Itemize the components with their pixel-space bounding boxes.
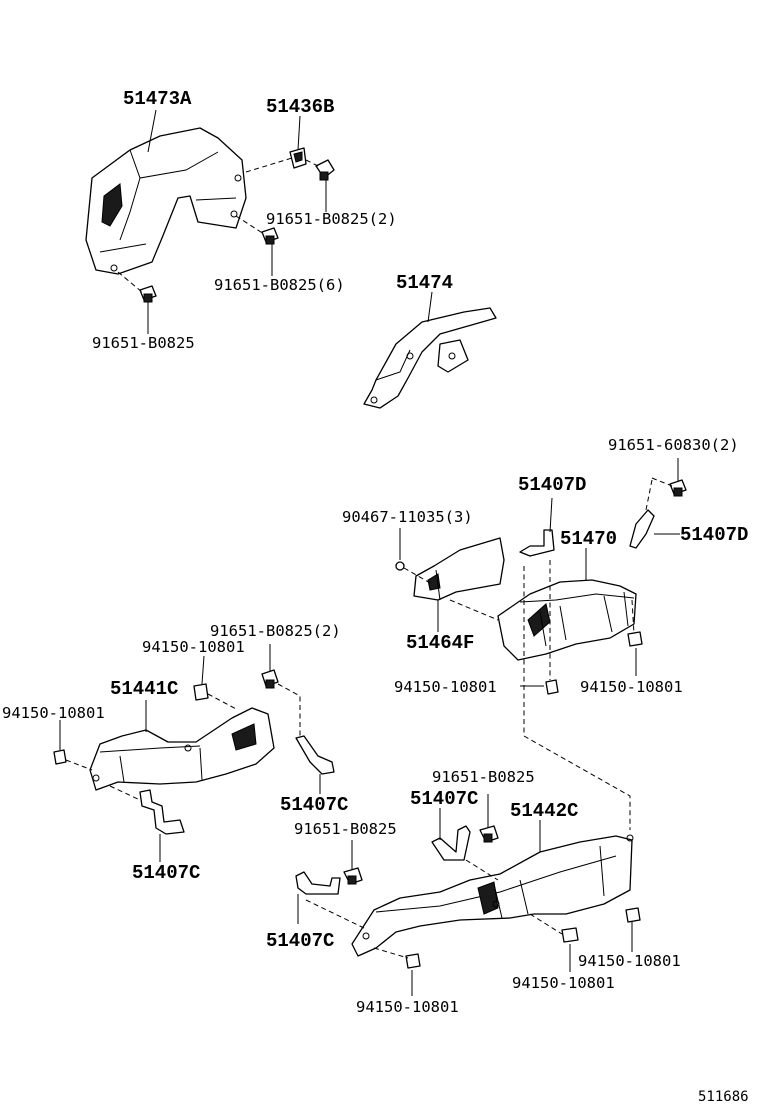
label-51442C: 51442C [510, 800, 579, 822]
label-51407D-left: 51407D [518, 474, 587, 496]
label-94150-10801-bottom-right: 94150-10801 [578, 952, 681, 970]
clip-94150-10801-mid-left-drawing [545, 679, 559, 695]
label-91651-B0825-2-mid: 91651-B0825(2) [210, 622, 341, 640]
bolt-91651-B0825-6-drawing [261, 227, 279, 245]
label-90467-11035-3: 90467-11035(3) [342, 508, 473, 526]
label-91651-B0825-lower-right: 91651-B0825 [432, 768, 535, 786]
label-94150-10801-bottom-left: 94150-10801 [356, 998, 459, 1016]
label-91651-B0825-lower-mid: 91651-B0825 [294, 820, 397, 838]
label-51407C-left-bottom: 51407C [132, 862, 201, 884]
label-51473A: 51473A [123, 88, 192, 110]
clip-94150-10801-upper-drawing [193, 683, 209, 701]
label-51407C-lower-right: 51407C [410, 788, 479, 810]
label-91651-B0825-left: 91651-B0825 [92, 334, 195, 352]
nut-90467-11035-drawing [395, 561, 405, 571]
label-94150-10801-mid-right: 94150-10801 [580, 678, 683, 696]
clip-51436B-drawing [289, 147, 307, 169]
bracket-51407D-right-drawing [629, 509, 655, 549]
label-94150-10801-mid-left: 94150-10801 [394, 678, 497, 696]
clip-94150-10801-mid-right-drawing [627, 631, 643, 647]
bracket-51407D-left-drawing [519, 529, 555, 557]
bolt-91651-60830-drawing [669, 479, 687, 497]
bracket-51407C-mid-drawing [295, 735, 335, 775]
shield-51442C-drawing [351, 834, 634, 957]
label-51470: 51470 [560, 528, 618, 550]
shield-51441C-drawing [89, 707, 275, 791]
bracket-51407C-left-bottom-drawing [139, 789, 185, 835]
label-91651-B0825-6: 91651-B0825(6) [214, 276, 345, 294]
diagram-id: 511686 [698, 1089, 749, 1105]
label-91651-60830-2: 91651-60830(2) [608, 436, 739, 454]
label-51441C: 51441C [110, 678, 179, 700]
label-51464F: 51464F [406, 632, 475, 654]
bolt-91651-B0825-lower-right-drawing [479, 825, 499, 843]
label-51474: 51474 [396, 272, 454, 294]
label-91651-B0825-2-top: 91651-B0825(2) [266, 210, 397, 228]
label-94150-10801-upper: 94150-10801 [142, 638, 245, 656]
bolt-91651-B0825-left-drawing [139, 285, 157, 303]
shield-51473A-drawing [85, 127, 247, 275]
plate-51464F-drawing [413, 537, 505, 601]
clip-94150-10801-bottom-right-drawing [625, 907, 641, 923]
label-51407C-mid: 51407C [280, 794, 349, 816]
bolt-91651-B0825-mid-drawing [261, 669, 279, 689]
clip-94150-10801-bottom-mid-drawing [561, 927, 579, 943]
label-51407D-right: 51407D [680, 524, 749, 546]
label-94150-10801-bottom-mid: 94150-10801 [512, 974, 615, 992]
clip-94150-10801-bottom-left-drawing [405, 953, 421, 969]
bracket-51407C-lower-left-drawing [295, 871, 341, 895]
bracket-51407C-lower-right-drawing [431, 825, 471, 861]
bracket-51474-drawing [363, 307, 497, 409]
label-51436B: 51436B [266, 96, 335, 118]
bolt-91651-B0825-lower-mid-drawing [343, 867, 363, 885]
clip-94150-10801-far-left-drawing [53, 749, 67, 765]
shield-51470-drawing [497, 579, 637, 661]
bolt-91651-B0825-top-drawing [315, 159, 335, 181]
label-94150-10801-far-left: 94150-10801 [2, 704, 105, 722]
label-51407C-lower-left: 51407C [266, 930, 335, 952]
